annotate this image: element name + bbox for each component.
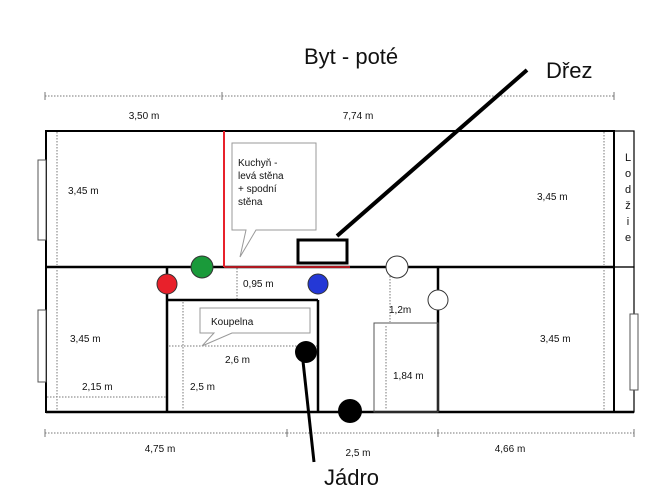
window-top-left [37, 159, 47, 241]
jadro-label: Jádro [324, 465, 380, 490]
kitchen-note: Kuchyň - levá stěna + spodní stěna [238, 157, 284, 209]
blue-marker-icon [307, 273, 329, 295]
dim-bottom-right: 4,66 m [494, 444, 526, 455]
dim-closet-height: 1,84 m [393, 371, 424, 382]
lodzie-letter: L [624, 152, 632, 164]
jadro-pointer-line [300, 351, 316, 463]
dim-corridor-height: 0,95 m [243, 279, 274, 290]
dim-room-bottom-right-height: 3,45 m [540, 334, 571, 345]
lodzie-label: L o d ž i e [622, 150, 634, 246]
walls [45, 130, 634, 414]
empty-marker-wall-icon [427, 289, 449, 311]
green-marker-icon [190, 255, 214, 279]
dim-top-right: 7,74 m [342, 111, 374, 122]
dim-room-bottom-left-width: 2,15 m [82, 382, 113, 393]
core-marker-icon [295, 341, 317, 363]
outer-wall [45, 130, 615, 413]
windows [37, 159, 639, 391]
dim-bottom-middle: 2,5 m [345, 448, 371, 459]
dim-room-top-left-height: 3,45 m [68, 186, 99, 197]
sink-icon [296, 238, 349, 265]
closet [373, 322, 439, 413]
empty-marker-corridor-icon [385, 255, 409, 279]
lodzie-letter: o [624, 168, 632, 180]
kitchen-note-line-2: levá stěna [238, 171, 284, 182]
lodzie-letter: e [624, 232, 632, 244]
kitchen-note-bubble [231, 142, 317, 258]
lodzie-letter: d [624, 184, 632, 196]
dim-bathroom-height: 2,5 m [190, 382, 216, 393]
drez-label: Dřez [546, 58, 593, 83]
core-marker-bottom-icon [338, 399, 362, 423]
bathroom-note: Koupelna [211, 317, 254, 328]
lodzie-letter: ž [625, 200, 631, 212]
bathroom-note-bubble [199, 307, 311, 347]
dim-bathroom-width: 2,6 m [225, 355, 251, 366]
kitchen-note-line-1: Kuchyň - [238, 158, 278, 169]
dim-closet-width: 1,2m [389, 305, 412, 316]
lodzie-letter: i [626, 216, 630, 228]
window-bottom-left [37, 309, 47, 383]
red-marker-icon [156, 273, 178, 295]
kitchen-note-line-3: + spodní [238, 184, 277, 195]
kitchen-note-line-4: stěna [238, 197, 263, 208]
dim-top-left: 3,50 m [128, 111, 160, 122]
dim-bottom-left: 4,75 m [144, 444, 176, 455]
page-title: Byt - poté [304, 44, 399, 69]
dim-room-top-right-height: 3,45 m [537, 192, 568, 203]
window-bottom-right [629, 313, 639, 391]
dim-room-bottom-left-height: 3,45 m [70, 334, 101, 345]
drez-pointer-line [335, 68, 529, 238]
